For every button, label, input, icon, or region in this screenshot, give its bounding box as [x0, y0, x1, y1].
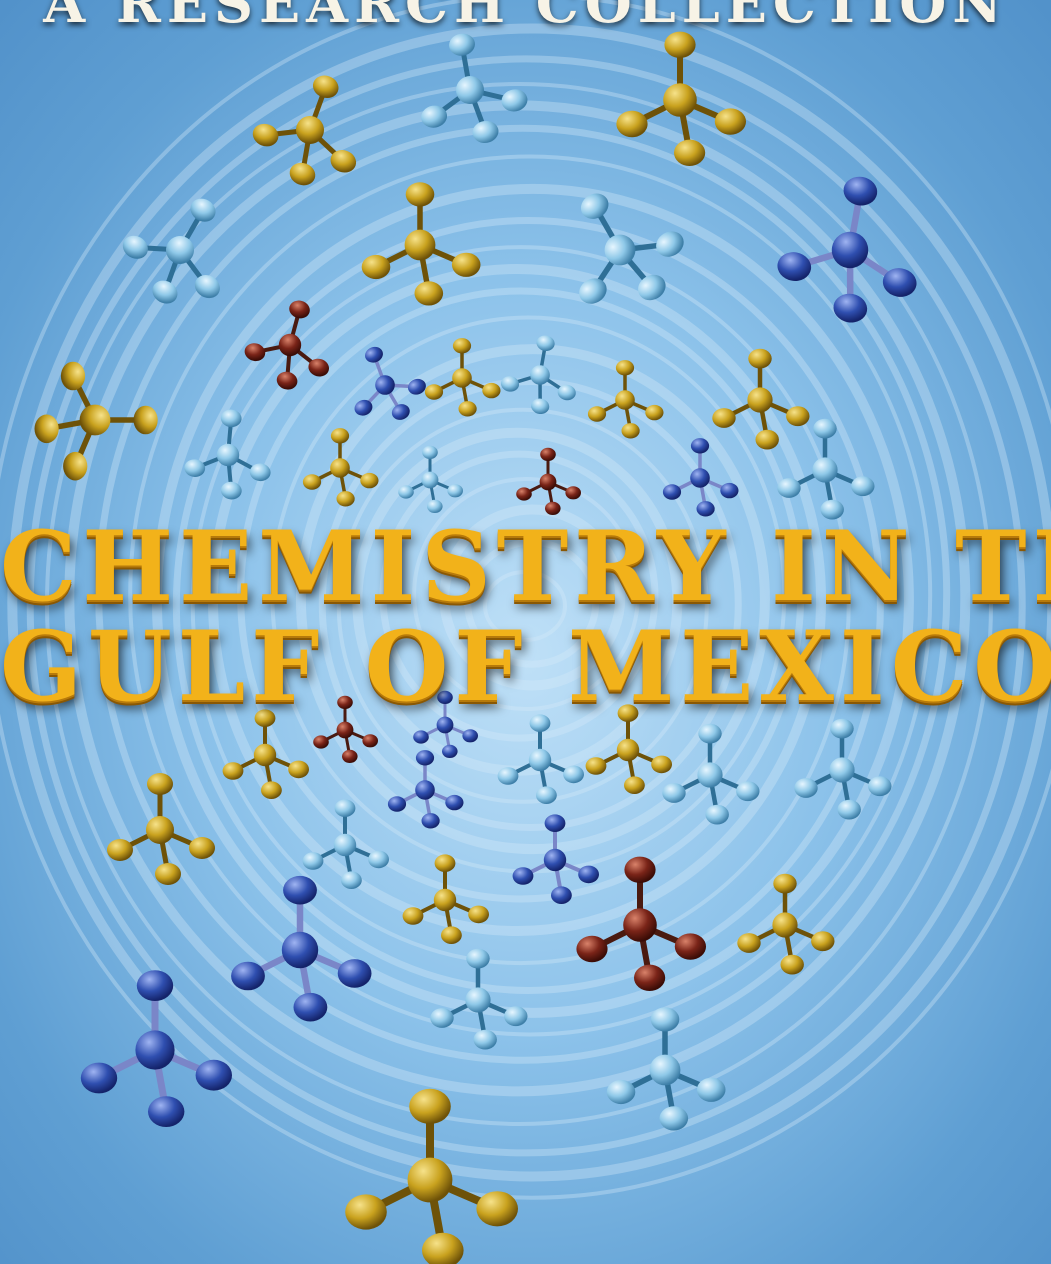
molecule-icon	[662, 723, 760, 825]
molecule-icon	[313, 695, 378, 763]
molecule-icon	[80, 970, 232, 1127]
molecule-icon	[34, 361, 158, 481]
molecule-icon	[387, 750, 464, 829]
molecule-icon	[107, 773, 215, 885]
molecule-icon	[777, 418, 875, 520]
molecule-icon	[361, 182, 481, 306]
molecule-icon	[354, 346, 426, 420]
molecule-icon	[606, 1007, 726, 1131]
top-banner: A RESEARCH COLLECTION	[43, 0, 1008, 35]
molecule-icon	[231, 875, 372, 1022]
molecule-icon	[587, 360, 664, 439]
molecule-icon	[585, 704, 672, 794]
molecule-icon	[345, 1088, 518, 1264]
molecule-icon	[576, 856, 706, 991]
molecule-icon	[777, 176, 917, 323]
title-line-2: GULF OF MEXICO	[0, 610, 1051, 723]
molecule-icon	[616, 31, 746, 166]
molecule-icon	[516, 447, 581, 515]
molecule-icon	[244, 300, 330, 390]
molecule-icon	[512, 814, 599, 904]
molecule-icon	[500, 335, 576, 415]
molecule-icon	[122, 198, 220, 304]
molecule-icon	[222, 709, 309, 799]
molecule-icon	[252, 75, 357, 186]
molecule-icon	[430, 948, 528, 1050]
title-line-1: CHEMISTRY IN THE	[0, 510, 1051, 623]
molecule-icon	[579, 193, 684, 304]
molecule-icon	[421, 33, 528, 144]
molecule-icon	[302, 799, 389, 889]
molecule-icon	[398, 445, 463, 513]
molecule-icon	[402, 854, 489, 944]
molecule-icon	[184, 409, 271, 500]
molecule-icon	[794, 718, 892, 820]
molecule-icon	[497, 714, 584, 804]
molecule-icon	[424, 338, 501, 417]
molecule-icon	[662, 438, 739, 517]
molecule-icon	[737, 873, 835, 975]
molecule-icon	[712, 348, 810, 450]
molecule-icon	[413, 690, 478, 758]
molecule-icon	[302, 428, 379, 507]
